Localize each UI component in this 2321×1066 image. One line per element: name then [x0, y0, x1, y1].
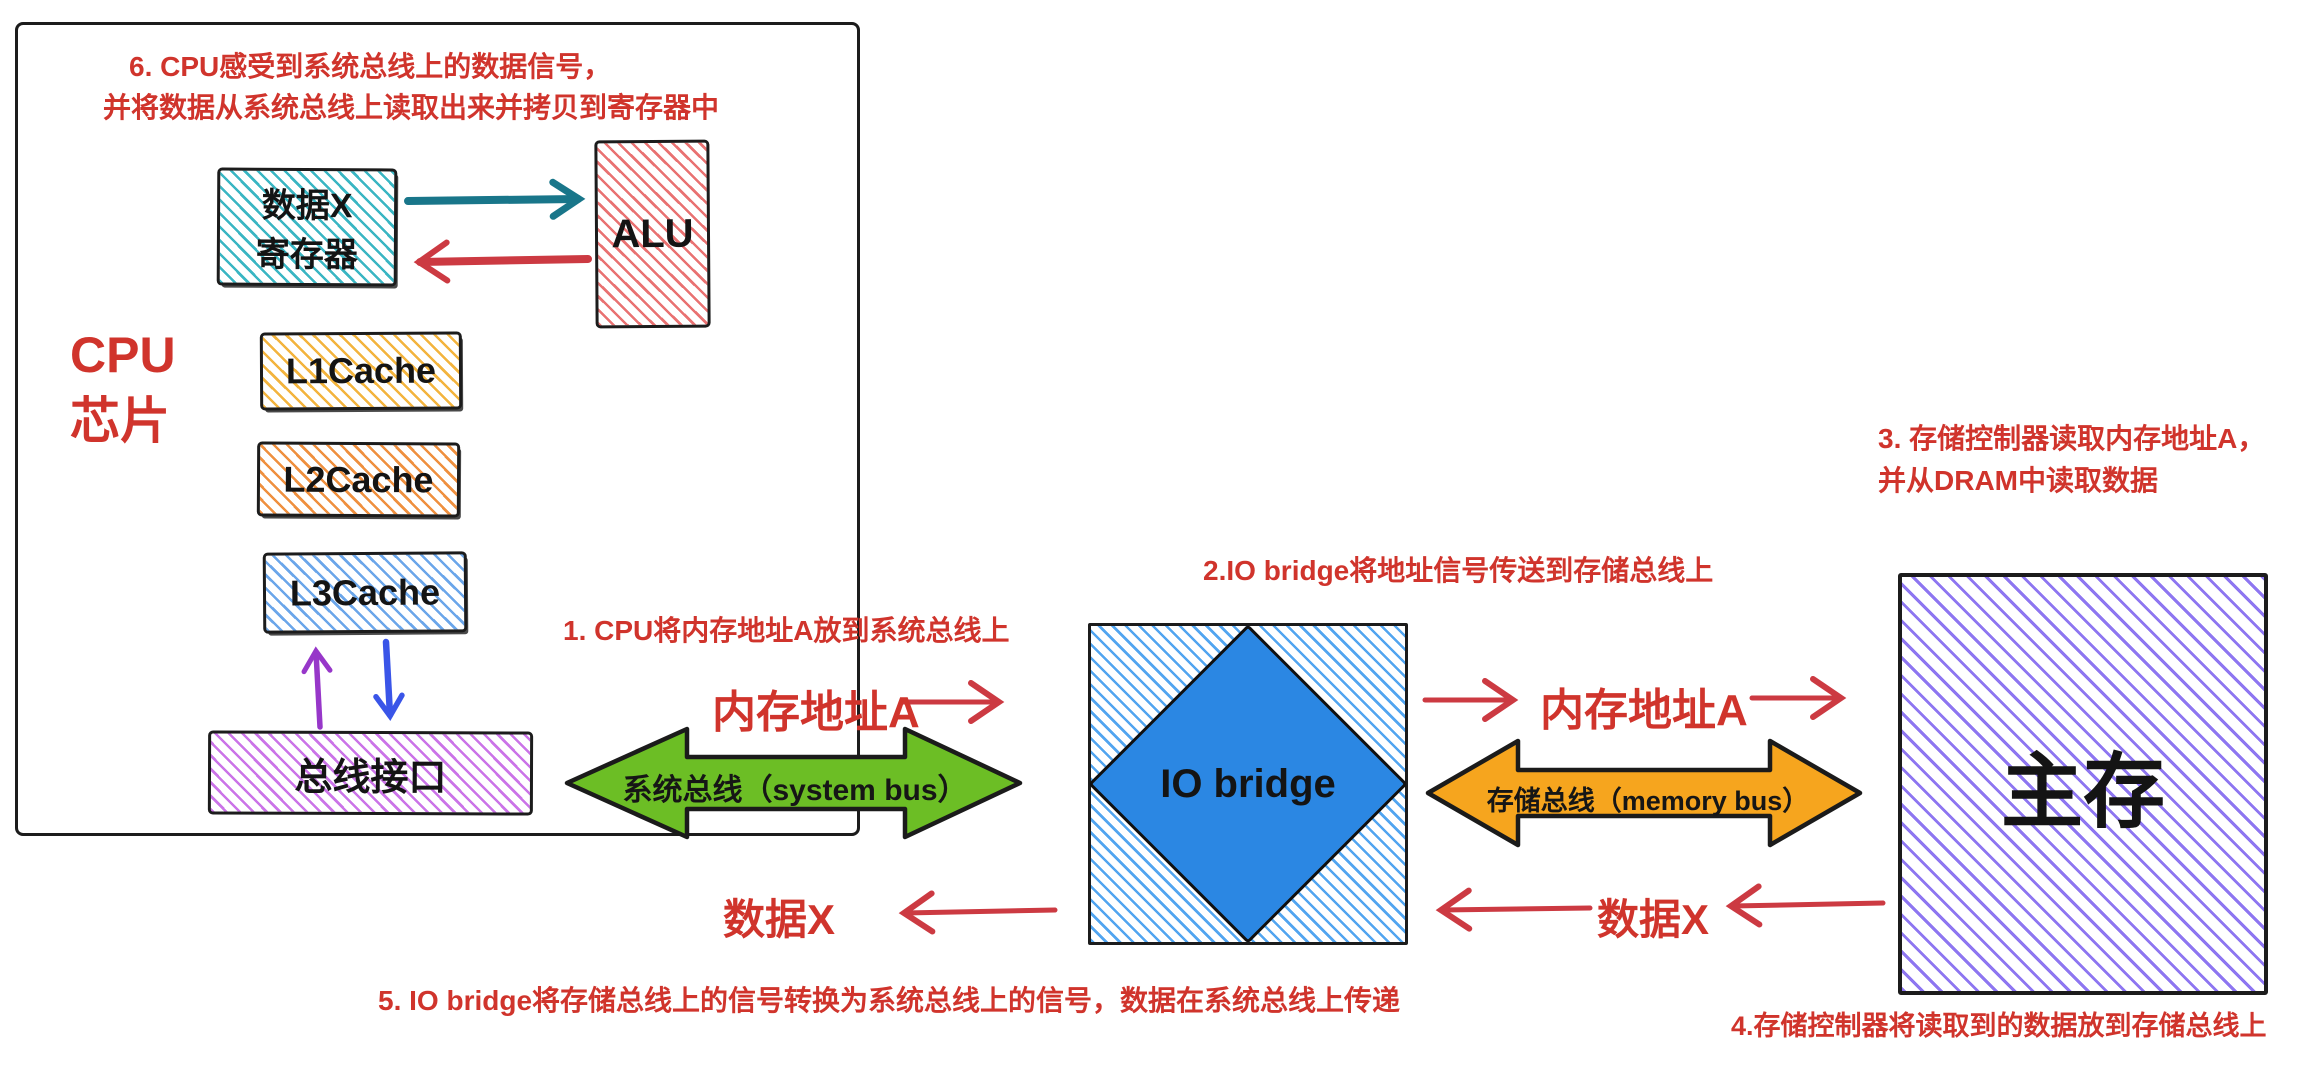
annotation-step1: 1. CPU将内存地址A放到系统总线上 — [563, 615, 1010, 646]
data-right-arrow-from-memory — [1725, 883, 1886, 928]
annotation-step2: 2.IO bridge将地址信号传送到存储总线上 — [1203, 555, 1714, 586]
annotation-step5: 5. IO bridge将存储总线上的信号转换为系统总线上的信号，数据在系统总线… — [378, 985, 1401, 1016]
bus-interface-box: 总线接口 — [207, 730, 534, 816]
system-bus-label: 系统总线（system bus） — [622, 774, 968, 807]
annotation-step6: 6. CPU感受到系统总线上的数据信号， 并将数据从系统总线上读取出来并拷贝到寄… — [103, 46, 719, 128]
l3-cache-label: L3Cache — [289, 570, 441, 614]
register-name-label: 寄存器 — [255, 235, 358, 275]
cpu-chip-label-line2: 芯片 — [70, 393, 170, 449]
annotation-step3-line1: 3. 存储控制器读取内存地址A， — [1878, 423, 2266, 454]
address-label-right: 内存地址A — [1540, 686, 1748, 735]
annotation-step6-line1: 6. CPU感受到系统总线上的数据信号， — [129, 51, 612, 82]
alu-box: ALU — [594, 139, 711, 329]
data-label-right: 数据X — [1597, 896, 1710, 943]
io-bridge-box: IO bridge — [1088, 623, 1408, 945]
annotation-step6-line2: 并将数据从系统总线上读取出来并拷贝到寄存器中 — [103, 92, 720, 123]
cpu-chip-label: CPU 芯片 — [70, 322, 176, 454]
l3-cache-box: L3Cache — [262, 551, 468, 634]
address-label-left: 内存地址A — [712, 688, 920, 737]
alu-label: ALU — [611, 211, 694, 256]
main-memory-label: 主存 — [2000, 746, 2165, 838]
io-bridge-label: IO bridge — [1160, 761, 1336, 806]
l2-cache-label: L2Cache — [283, 458, 434, 500]
annotation-step4: 4.存储控制器将读取到的数据放到存储总线上 — [1731, 1011, 2267, 1041]
register-box: 数据X 寄存器 — [216, 167, 398, 287]
l1-cache-box: L1Cache — [259, 331, 463, 411]
cpu-chip-box — [15, 22, 860, 836]
l1-cache-label: L1Cache — [285, 349, 437, 392]
register-data-label: 数据X — [261, 186, 353, 226]
memory-bus-label: 存储总线（memory bus） — [1486, 786, 1810, 816]
data-right-arrow-to-bridge — [1435, 887, 1593, 932]
data-left-arrow — [898, 890, 1058, 935]
bus-interface-label: 总线接口 — [294, 756, 447, 799]
main-memory-box: 主存 — [1898, 573, 2268, 995]
annotation-step3-line2: 并从DRAM中读取数据 — [1878, 465, 2158, 496]
data-label-left: 数据X — [723, 896, 836, 943]
l2-cache-box: L2Cache — [256, 441, 461, 518]
annotation-step3: 3. 存储控制器读取内存地址A， 并从DRAM中读取数据 — [1878, 418, 2265, 502]
cpu-chip-label-line1: CPU — [70, 327, 176, 383]
